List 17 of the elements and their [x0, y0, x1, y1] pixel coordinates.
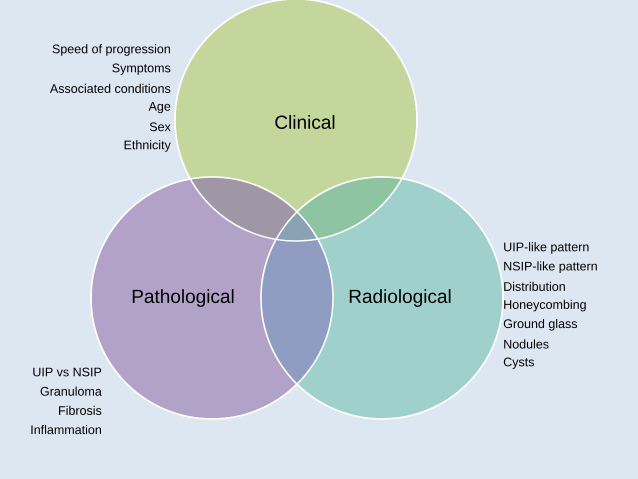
list-item: Ground glass — [504, 318, 578, 331]
list-item: Distribution — [504, 282, 565, 291]
list-item: Honeycombing — [504, 300, 586, 312]
list-item: Inflammation — [31, 425, 101, 434]
list-item: UIP vs NSIP — [33, 368, 102, 376]
list-item: Symptoms — [112, 64, 170, 75]
list-item: Granuloma — [40, 386, 102, 396]
list-item: Speed of progression — [52, 44, 170, 56]
list-item: Sex — [150, 122, 171, 132]
list-item: Cysts — [504, 358, 534, 369]
list-item: Associated conditions — [50, 84, 170, 93]
list-item: Nodules — [504, 339, 549, 349]
list-item: NSIP-like pattern — [504, 261, 597, 273]
list-item: Age — [148, 102, 170, 114]
list-item: Ethnicity — [124, 140, 171, 152]
list-item: UIP-like pattern — [504, 242, 588, 254]
list-item: Fibrosis — [59, 406, 102, 415]
